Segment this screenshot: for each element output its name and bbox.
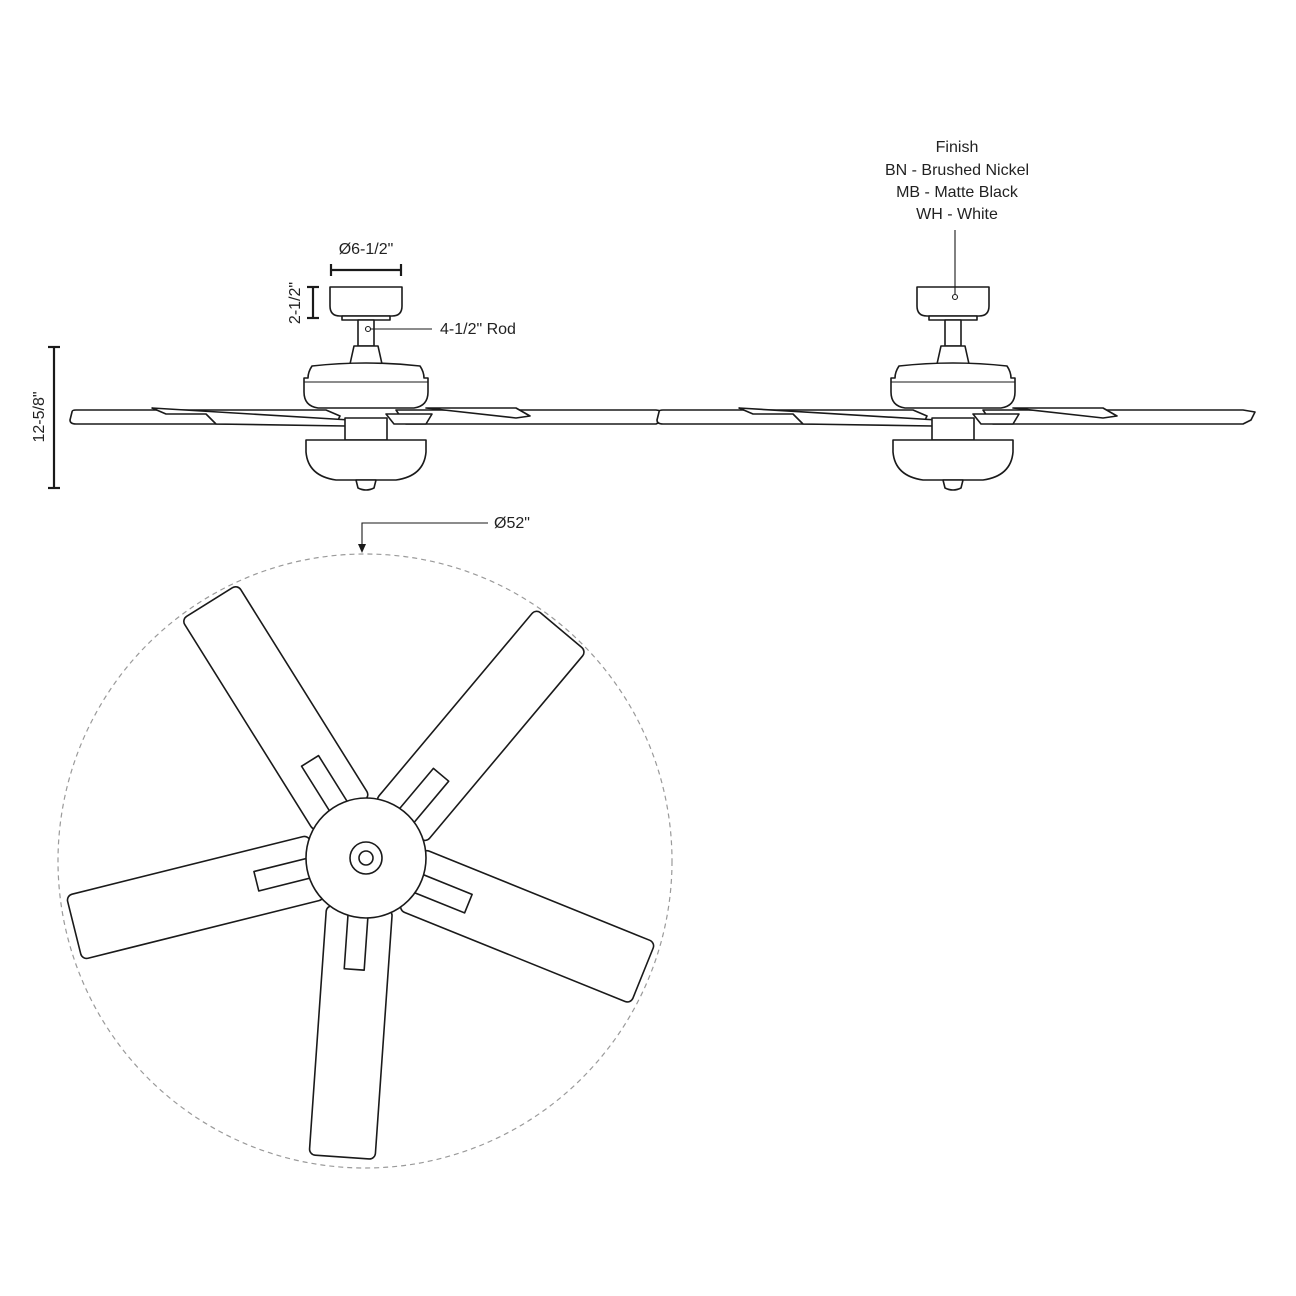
blade-bracket: [343, 910, 370, 971]
span-label: Ø52": [494, 515, 530, 532]
finish-option: WH - White: [916, 206, 998, 223]
canopy-height-label: 2-1/2": [287, 282, 304, 324]
top-view: Ø52": [57, 515, 673, 1169]
fan-blade: [308, 904, 393, 1160]
fan-blade: [183, 585, 369, 831]
hub-center: [358, 850, 374, 866]
fan-blade: [399, 849, 655, 1003]
arrow-icon: [358, 544, 366, 553]
rod-label: 4-1/2" Rod: [440, 321, 516, 338]
finish-title: Finish: [936, 139, 979, 156]
finish-marker: [951, 293, 959, 301]
fan-blade: [66, 835, 325, 960]
overall-height-label: 12-5/8": [31, 391, 48, 442]
rod-marker: [364, 325, 372, 333]
finish-option: MB - Matte Black: [896, 184, 1019, 201]
blade-outline: [399, 849, 655, 1003]
fan-blade: [376, 610, 585, 842]
side-view-right: Finish BN - Brushed Nickel MB - Matte Bl…: [656, 139, 1256, 491]
finish-option: BN - Brushed Nickel: [885, 162, 1029, 179]
blade-span-circle: [57, 553, 673, 1169]
span-leader: [361, 522, 488, 548]
side-view-left: Ø6-1/2" 2-1/2" 4-1/2" Rod 12-5/8": [31, 241, 669, 491]
canopy-diameter-label: Ø6-1/2": [339, 241, 394, 258]
blade-outline: [66, 835, 325, 960]
